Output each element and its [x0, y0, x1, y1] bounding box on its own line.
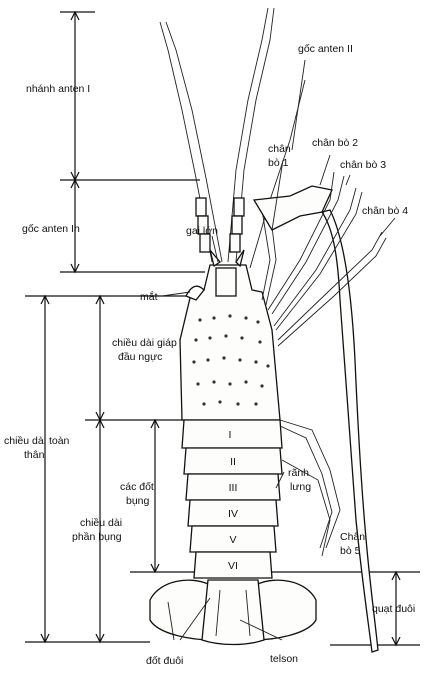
label-chieu-dai-phan-bung: phần bụng [72, 531, 122, 543]
label-ranh-lung: lưng [290, 481, 311, 493]
tail-fan [150, 580, 316, 645]
label-chan-bo-3: chân bò 3 [340, 159, 386, 171]
label-chieu-dai-giap: chiều dài giáp [112, 337, 177, 349]
measurement-nhanh-anten [60, 12, 95, 180]
label-chan-bo-4: chân bò 4 [362, 205, 408, 217]
segment-numeral: IV [228, 508, 238, 520]
label-cac-dot-bung: bụng [126, 495, 150, 507]
label-chan-bo-5: Chân [340, 531, 365, 543]
segment-numeral: II [230, 456, 236, 468]
antenna-2-long [322, 210, 378, 652]
label-quat-duoi: quạt đuôi [372, 603, 415, 615]
label-goc-anten-2: gốc anten II [298, 43, 353, 55]
label-chan-bo-2: chân bò 2 [312, 137, 358, 149]
label-chieu-dai-giap: đầu ngực [118, 351, 162, 363]
segment-numeral: III [229, 482, 238, 494]
leg-1-claw [254, 186, 332, 230]
label-ranh-lung: rãnh [288, 467, 309, 479]
label-cac-dot-bung: các đốt [120, 481, 154, 493]
measurement-giap-dau-nguc [96, 296, 104, 420]
label-telson: telson [270, 653, 298, 665]
label-nhanh-anten-1: nhánh anten I [26, 83, 90, 95]
label-chieu-dai-phan-bung: chiều dài [80, 517, 122, 529]
segment-numeral: VI [228, 560, 238, 572]
measurement-goc-anten [60, 180, 205, 272]
label-chan-bo-5: bò 5 [340, 545, 361, 557]
label-chieu-dai-toan-than: chiều dài toàn [4, 435, 70, 447]
horn-left [210, 250, 220, 266]
label-chan-bo-1: chân [268, 143, 291, 155]
antenna-2-upper [250, 80, 305, 268]
label-goc-anten-1: gốc anten Ih [22, 223, 80, 235]
telson-plate [202, 580, 264, 645]
label-chieu-dai-toan-than: thân [24, 449, 45, 461]
label-gai-lon: gai lớn [186, 225, 218, 237]
label-dot-duoi: đốt đuôi [146, 655, 183, 667]
segment-numeral: I [229, 429, 232, 441]
rostrum-plate [216, 268, 236, 296]
segment-numeral: V [229, 534, 236, 546]
abdomen: I II III IV V VI [182, 420, 282, 578]
label-chan-bo-1: bò 1 [268, 157, 289, 169]
label-mat: mắt [140, 290, 158, 303]
